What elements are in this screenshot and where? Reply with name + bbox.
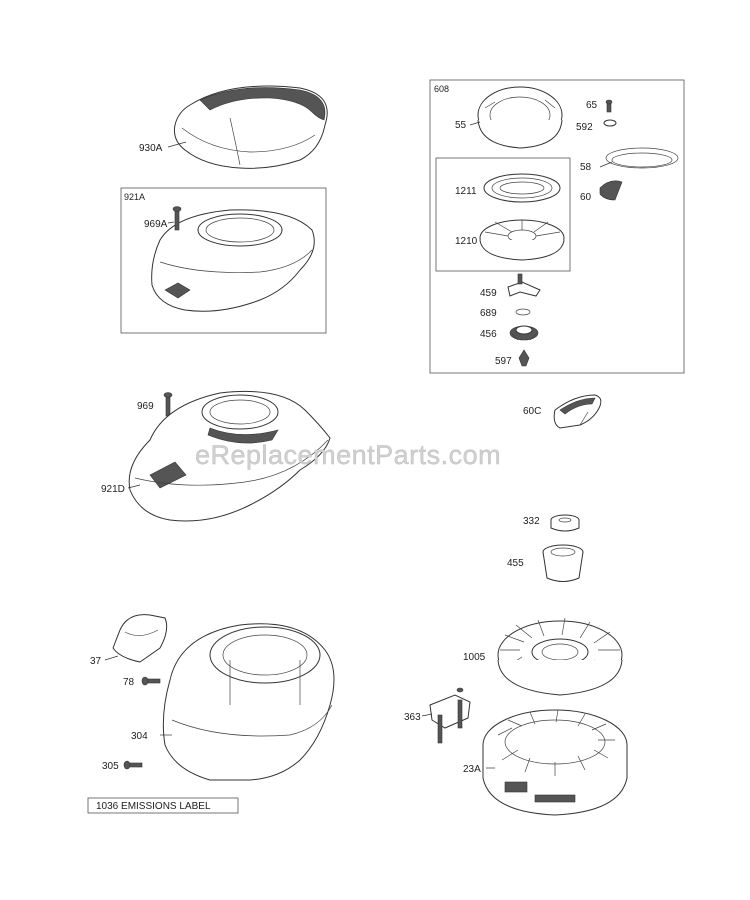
group-label-608: 608 [434,84,449,94]
label-1005: 1005 [463,652,486,663]
part-55-starter-housing [469,86,563,149]
label-969: 969 [137,401,154,412]
part-1211-spring [483,173,561,203]
label-455: 455 [507,558,524,569]
part-969-bolt [163,392,173,417]
label-597: 597 [495,356,512,367]
watermark: eReplacementParts.com [195,440,501,470]
label-60C: 60C [523,406,541,417]
subgroup-box-spring [435,157,571,272]
label-689: 689 [480,308,497,319]
label-305: 305 [102,761,119,772]
label-332: 332 [523,516,540,527]
group-box-608 [429,79,685,374]
part-592-washer [603,119,617,127]
label-304: 304 [131,731,148,742]
part-456-retainer [509,325,539,341]
emissions-label: 1036 EMISSIONS LABEL [96,801,211,812]
group-label-921A: 921A [124,192,145,202]
part-597-screw [518,349,530,367]
part-455-cup [542,544,584,582]
label-60: 60 [580,192,592,203]
part-363-bracket [421,687,471,744]
part-78-screw [141,676,161,686]
label-363: 363 [404,712,421,723]
label-921D: 921D [101,484,125,495]
label-459: 459 [480,288,497,299]
part-58-rope [599,147,679,169]
part-930A-shroud [167,85,328,169]
label-930A: 930A [139,143,163,154]
part-304-housing [160,623,335,781]
label-592: 592 [576,122,593,133]
part-921D-housing [127,390,331,522]
part-689-spring [515,308,531,316]
label-37: 37 [90,656,102,667]
emissions-label-box [87,797,239,814]
part-459-dog [507,273,541,297]
label-23A: 23A [463,764,481,775]
part-60-handle [599,180,623,201]
label-1210: 1210 [455,236,478,247]
part-60C-handle [553,394,602,429]
label-55: 55 [455,120,467,131]
label-58: 58 [580,162,592,173]
part-969A-bolt [167,206,182,231]
part-305-screw [123,760,143,770]
part-921A-housing [151,209,315,312]
part-65-screw [605,99,613,113]
part-23A-flywheel [482,709,628,816]
label-78: 78 [123,677,135,688]
label-65: 65 [586,100,598,111]
part-1005-fan [497,617,623,696]
part-1210-pulley [479,219,565,261]
group-box-921A [120,187,327,334]
label-1211: 1211 [455,186,477,197]
part-332-nut [550,514,580,532]
part-37-baffle [104,614,168,663]
label-969A: 969A [144,219,168,230]
label-456: 456 [480,329,497,340]
